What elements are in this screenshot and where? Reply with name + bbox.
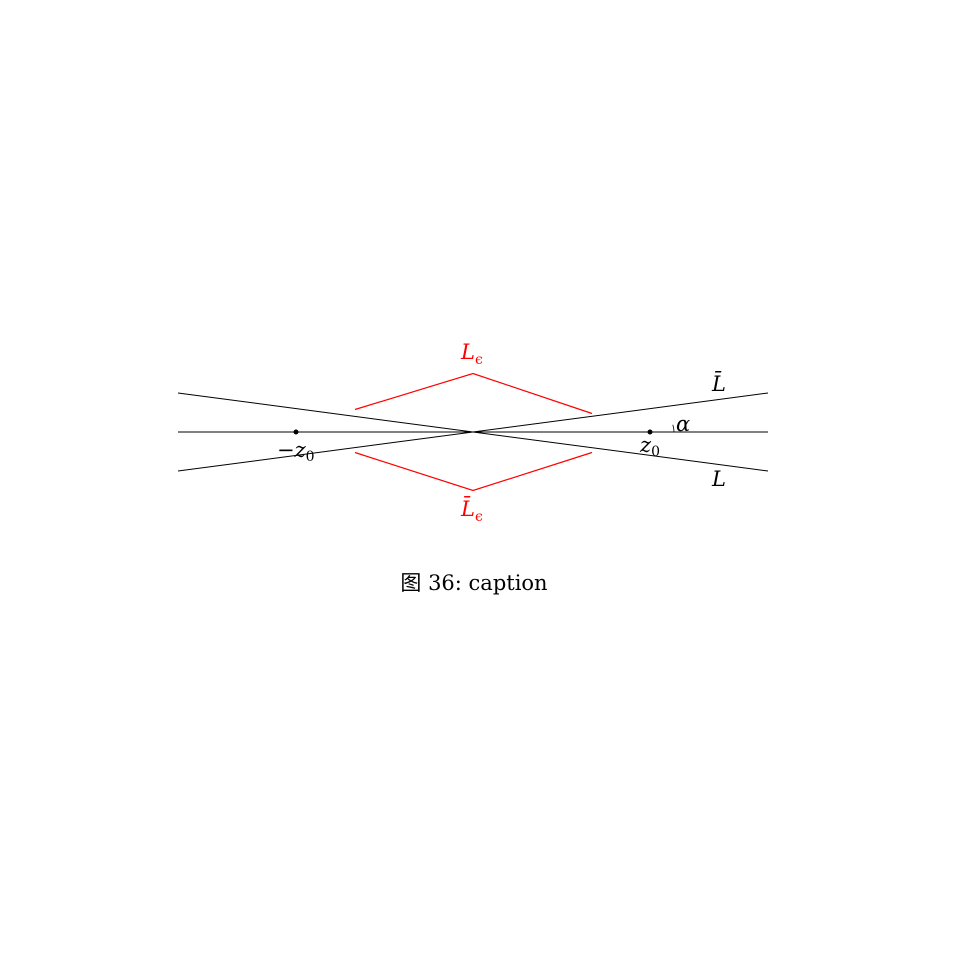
label-L-epsilon: Lϵ [460,340,483,368]
point-minus-z0 [293,429,299,435]
label-z0: z0 [639,433,660,460]
label-L-bar: L̄ [711,371,726,396]
label-minus-z0: −z0 [277,438,315,465]
label-alpha: α [676,412,690,436]
line-L-bar [177,392,769,472]
label-L-bar-epsilon: L̄ϵ [460,496,483,525]
point-z0 [647,429,653,435]
contour-L-bar-epsilon [354,451,593,492]
angle-arc [672,424,675,433]
label-L: L [711,467,726,491]
contour-L-epsilon [354,372,593,415]
figure-caption: 图 36: caption [400,571,547,595]
